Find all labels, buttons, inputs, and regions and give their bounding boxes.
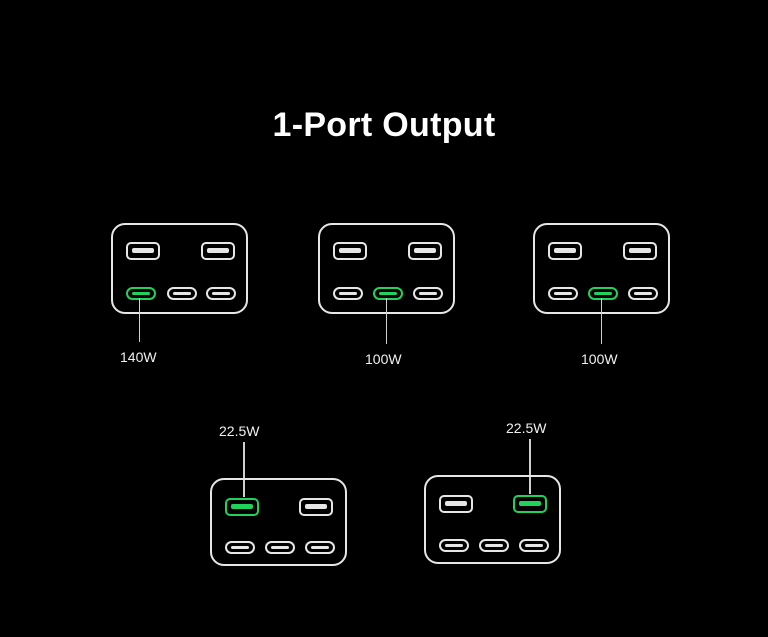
usb-c-port bbox=[305, 541, 335, 554]
usb-c-port bbox=[479, 539, 509, 552]
leader-line bbox=[243, 442, 245, 497]
leader-line bbox=[385, 298, 387, 344]
page-title: 1-Port Output bbox=[272, 106, 496, 144]
usb-c-port-active bbox=[126, 287, 156, 300]
usb-a-port bbox=[408, 242, 442, 260]
usb-c-port bbox=[333, 287, 363, 300]
usb-c-port bbox=[167, 287, 197, 300]
usb-a-port-active bbox=[513, 495, 547, 513]
usb-a-port bbox=[333, 242, 367, 260]
usb-a-port bbox=[126, 242, 160, 260]
usb-c-port bbox=[548, 287, 578, 300]
usb-c-port bbox=[628, 287, 658, 300]
leader-line bbox=[138, 298, 140, 342]
usb-a-port bbox=[299, 498, 333, 516]
charger-diagram-1 bbox=[111, 223, 248, 314]
usb-c-port bbox=[439, 539, 469, 552]
output-label: 22.5W bbox=[506, 420, 547, 436]
usb-a-port bbox=[623, 242, 657, 260]
usb-c-port bbox=[206, 287, 236, 300]
usb-c-port-active bbox=[373, 287, 403, 300]
usb-a-port-active bbox=[225, 498, 259, 516]
usb-a-port bbox=[548, 242, 582, 260]
leader-line bbox=[600, 298, 602, 344]
usb-c-port bbox=[519, 539, 549, 552]
output-label: 100W bbox=[365, 351, 402, 367]
usb-c-port bbox=[225, 541, 255, 554]
usb-c-port bbox=[265, 541, 295, 554]
output-label: 140W bbox=[120, 349, 157, 365]
charger-diagram-3 bbox=[533, 223, 670, 314]
usb-a-port bbox=[439, 495, 473, 513]
charger-diagram-4 bbox=[210, 478, 347, 566]
output-label: 22.5W bbox=[219, 423, 260, 439]
output-label: 100W bbox=[581, 351, 618, 367]
usb-c-port bbox=[413, 287, 443, 300]
usb-a-port bbox=[201, 242, 235, 260]
leader-line bbox=[529, 439, 531, 494]
charger-diagram-5 bbox=[424, 475, 561, 564]
usb-c-port-active bbox=[588, 287, 618, 300]
